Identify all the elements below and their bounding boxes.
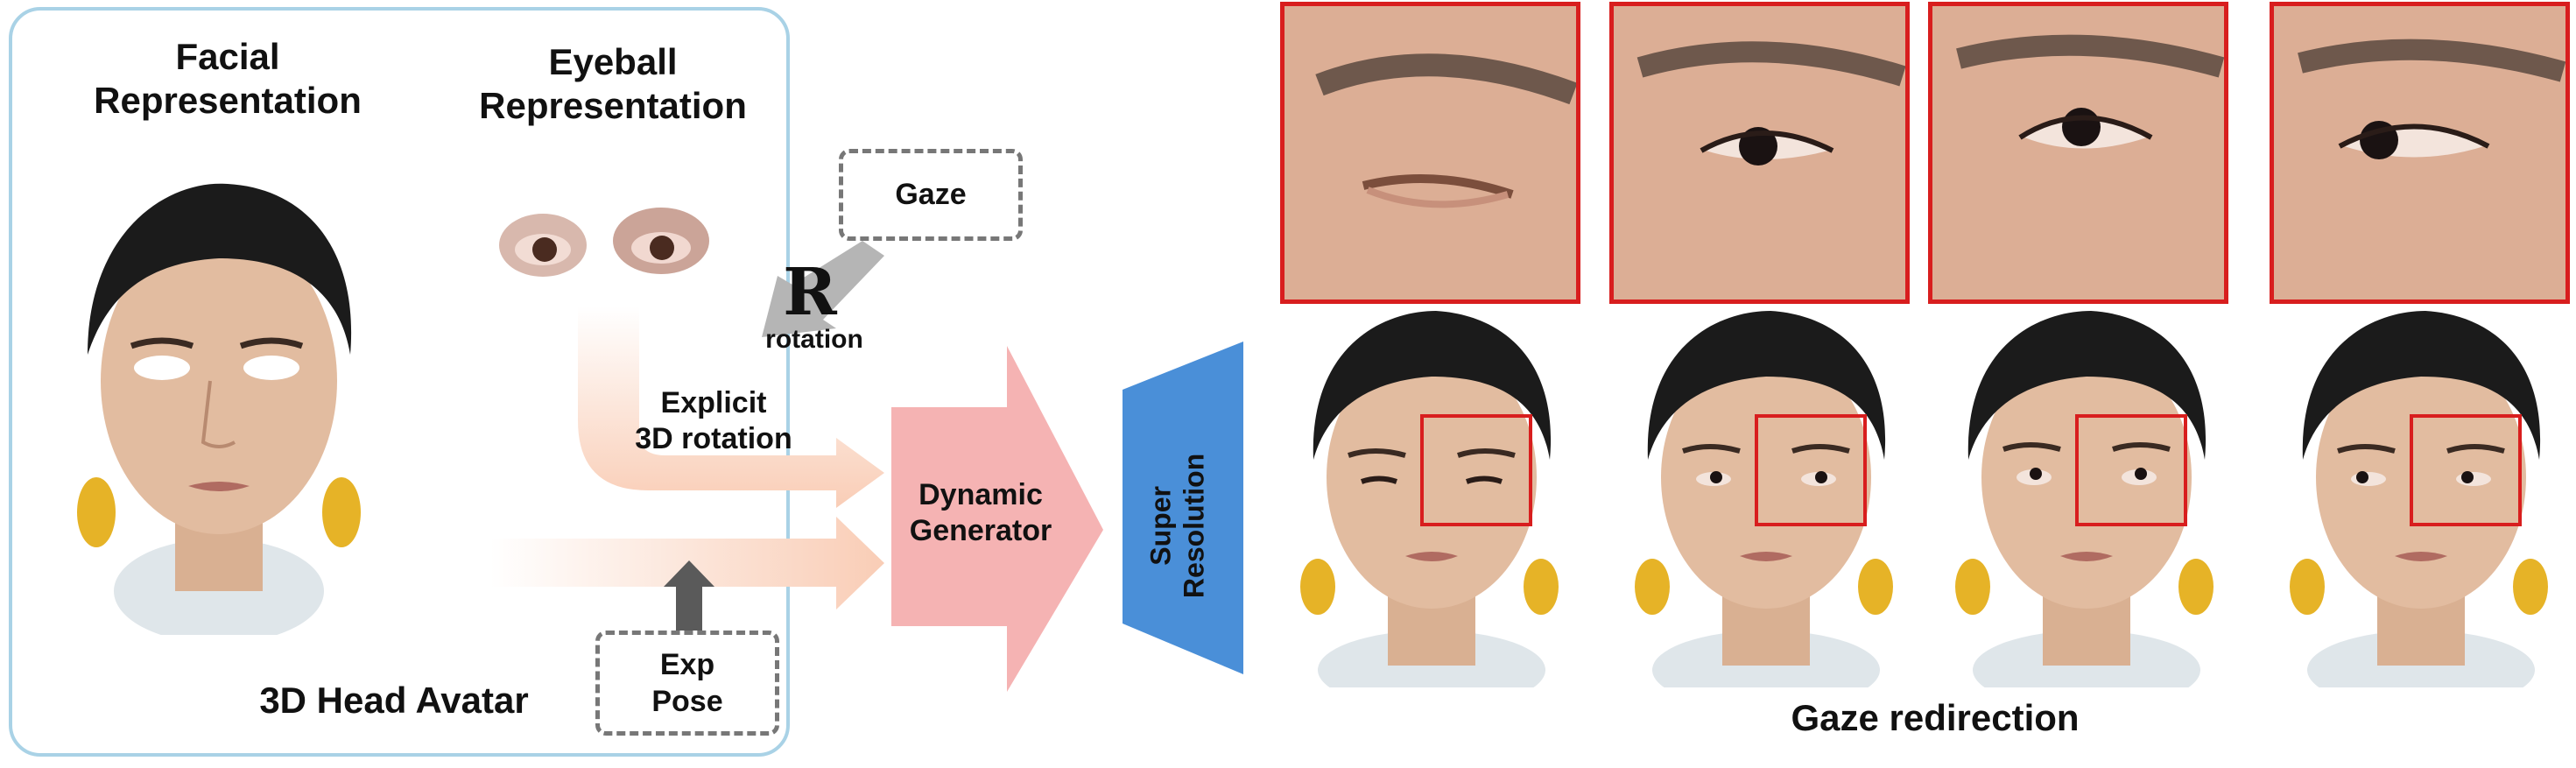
eyeball-representation-image	[490, 197, 727, 298]
facial-representation-title: Facial Representation	[94, 36, 362, 122]
redirected-face-2	[1622, 311, 1911, 687]
redirected-face-3	[1942, 311, 2231, 687]
eye-crop-3	[1928, 2, 2228, 304]
redirected-face-1	[1287, 311, 1576, 687]
crop-marker-1	[1420, 414, 1532, 526]
super-resolution-label: Super Resolution	[1144, 453, 1210, 599]
eye-crop-1	[1280, 2, 1580, 304]
facial-representation-image	[61, 180, 377, 635]
gaze-box: Gaze	[839, 149, 1023, 241]
rotation-symbol: R	[783, 255, 837, 330]
exp-pose-box: Exp Pose	[595, 631, 779, 736]
explicit-rotation-label: Explicit 3D rotation	[635, 386, 792, 455]
eye-crop-4	[2270, 2, 2570, 304]
redirected-face-4	[2277, 311, 2565, 687]
eyeball-representation-title: Eyeball Representation	[479, 41, 747, 127]
crop-marker-3	[2075, 414, 2187, 526]
eye-crop-2	[1609, 2, 1910, 304]
gaze-redirection-caption: Gaze redirection	[1791, 697, 2080, 738]
rotation-label: rotation	[765, 325, 863, 354]
dynamic-generator-label: Dynamic Generator	[909, 478, 1052, 547]
avatar-caption: 3D Head Avatar	[259, 680, 529, 721]
crop-marker-4	[2410, 414, 2522, 526]
crop-marker-2	[1755, 414, 1867, 526]
